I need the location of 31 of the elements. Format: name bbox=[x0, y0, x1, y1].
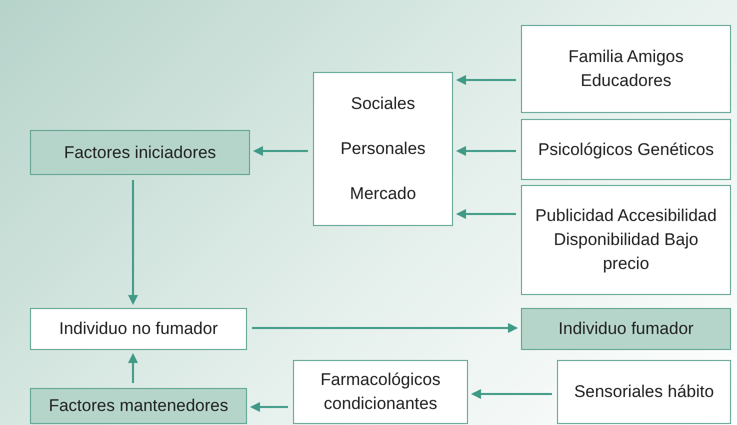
arrow bbox=[252, 323, 518, 333]
text-box bbox=[30, 308, 247, 350]
arrow bbox=[128, 180, 138, 305]
node-text: Farmacológicos condicionantes bbox=[320, 369, 442, 415]
node-text: Factores mantenedores bbox=[48, 395, 228, 417]
node-text: Personales bbox=[340, 138, 426, 160]
arrow bbox=[250, 402, 288, 412]
text-box bbox=[313, 72, 453, 226]
arrow bbox=[456, 75, 516, 85]
text-box bbox=[557, 360, 731, 424]
node-text: Factores iniciadores bbox=[64, 142, 216, 164]
text-box bbox=[521, 185, 731, 295]
arrow bbox=[456, 209, 516, 219]
arrow bbox=[253, 146, 308, 156]
text-box bbox=[521, 25, 731, 113]
factor-box bbox=[30, 388, 247, 424]
node-text: Familia Amigos Educadores bbox=[567, 46, 685, 92]
factor-box bbox=[30, 130, 250, 175]
node-text: Psicológicos Genéticos bbox=[538, 138, 714, 160]
node-text: Individuo no fumador bbox=[59, 318, 218, 340]
factor-box bbox=[521, 308, 731, 350]
text-box bbox=[521, 119, 731, 180]
node-text: Sociales bbox=[350, 92, 416, 115]
arrow bbox=[128, 353, 138, 383]
arrow bbox=[471, 389, 552, 399]
arrow bbox=[456, 146, 516, 156]
node-text: Individuo fumador bbox=[558, 318, 694, 340]
node-text: Sensoriales hábito bbox=[574, 381, 714, 403]
node-text: Mercado bbox=[350, 183, 416, 206]
text-box bbox=[293, 360, 468, 424]
node-text: Publicidad Accesibilidad Disponibilidad Bajo precio bbox=[534, 205, 718, 275]
